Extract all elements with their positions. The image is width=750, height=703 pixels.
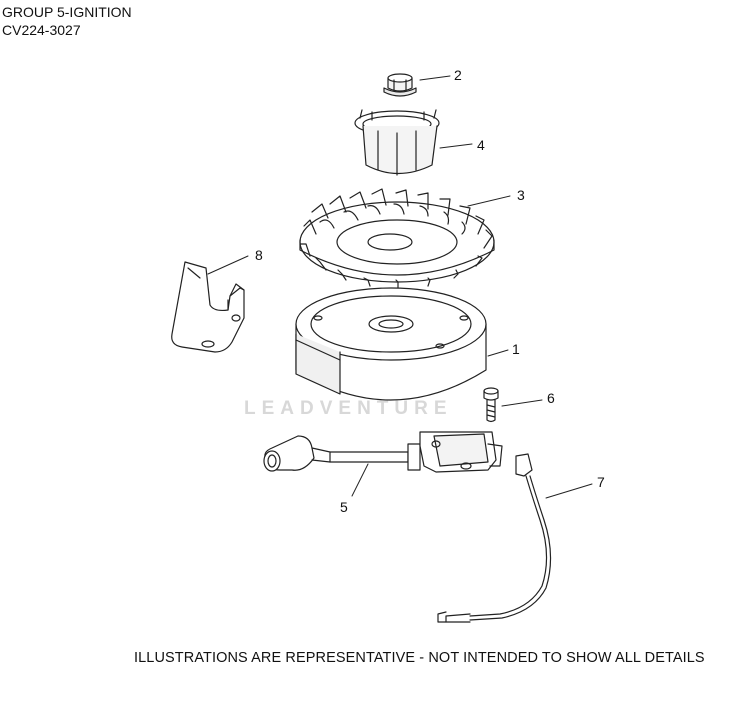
callout-4: 4 [477,137,485,153]
part-8-bracket[interactable] [171,261,245,353]
callout-2: 2 [454,67,462,83]
part-7-ground-lead[interactable] [437,453,552,623]
callout-1: 1 [512,341,520,357]
disclaimer-footer: ILLUSTRATIONS ARE REPRESENTATIVE - NOT I… [134,650,705,666]
callout-labels: 2 4 3 8 1 6 5 7 [255,67,605,515]
callout-7: 7 [597,474,605,490]
watermark: LEADVENTURE [244,398,453,419]
leader-lines [207,75,593,499]
part-3-cooling-fan[interactable] [299,188,495,289]
callout-5: 5 [340,499,348,515]
callout-8: 8 [255,247,263,263]
group-title: GROUP 5-IGNITION [2,4,132,20]
part-6-screw[interactable] [483,387,499,423]
callout-6: 6 [547,390,555,406]
model-number: CV224-3027 [2,22,81,38]
part-1-flywheel[interactable] [295,287,487,401]
callout-3: 3 [517,187,525,203]
part-4-fan-cup[interactable] [354,109,440,176]
part-5-ignition-module[interactable] [263,431,503,473]
part-2-flywheel-nut[interactable] [383,73,417,97]
